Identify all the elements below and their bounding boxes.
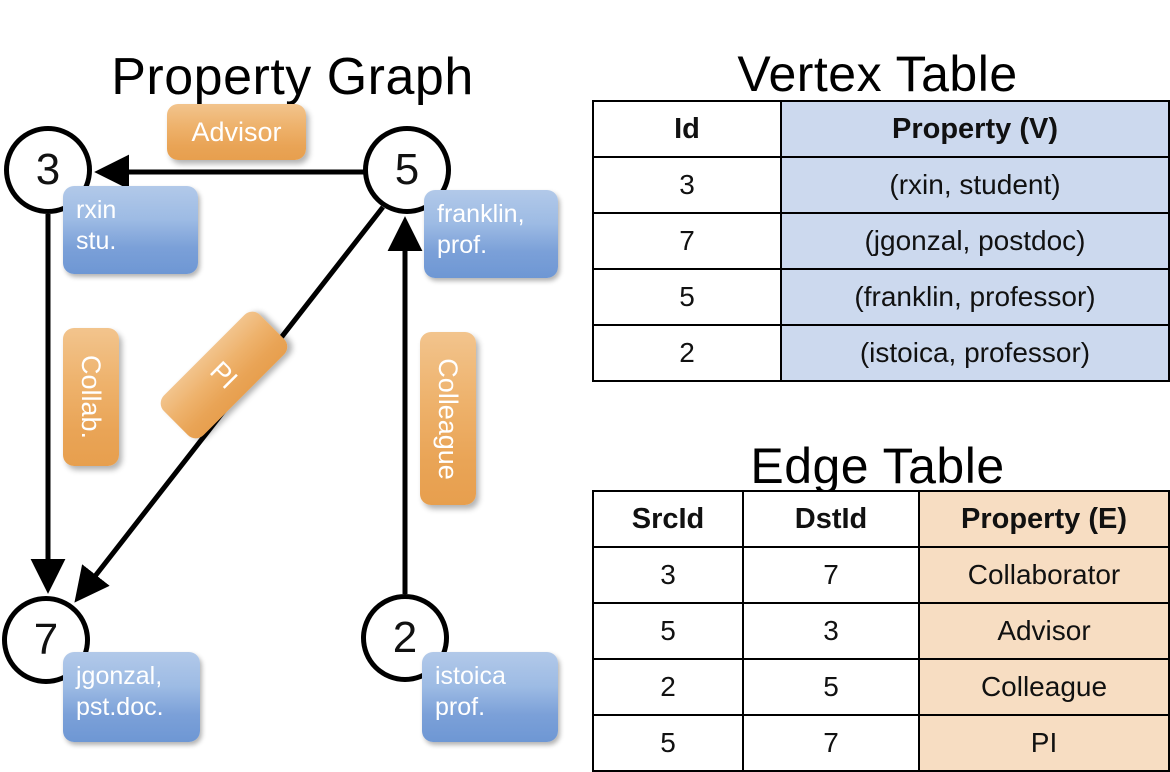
vertex-property-rxin-line2: stu. [76, 227, 117, 255]
edge-table-header-dstid: DstId [742, 490, 920, 548]
table-row: 5 7 PI [592, 714, 1170, 772]
vertex-node-5-label: 5 [394, 145, 420, 194]
edge-row-2-src: 2 [592, 658, 744, 716]
edge-label-advisor: Advisor [167, 104, 306, 160]
edge-table-header-row: SrcId DstId Property (E) [592, 490, 1170, 548]
vertex-property-jgonzal-line1: jgonzal, [76, 662, 163, 690]
vertex-node-7-label: 7 [33, 615, 59, 664]
vertex-property-box-rxin: rxin stu. [63, 186, 198, 274]
vertex-property-istoica-line2: prof. [435, 693, 486, 721]
vertex-row-2-id: 5 [592, 268, 782, 326]
table-row: 5 3 Advisor [592, 602, 1170, 660]
vertex-node-2-label: 2 [392, 613, 418, 662]
vertex-row-0-property: (rxin, student) [780, 156, 1170, 214]
vertex-row-3-id: 2 [592, 324, 782, 382]
vertex-row-1-id: 7 [592, 212, 782, 270]
edge-row-0-src: 3 [592, 546, 744, 604]
page-title-vertex-table: Vertex Table [737, 45, 1018, 102]
edge-row-2-dst: 5 [742, 658, 920, 716]
vertex-property-jgonzal-line2: pst.doc. [76, 693, 164, 721]
vertex-property-box-jgonzal: jgonzal, pst.doc. [63, 652, 200, 742]
edge-row-3-src: 5 [592, 714, 744, 772]
table-row: 5 (franklin, professor) [592, 268, 1170, 326]
vertex-node-5[interactable]: 5 [363, 126, 451, 214]
page-title-edge-table: Edge Table [750, 437, 1005, 494]
edge-label-advisor-text: Advisor [191, 117, 282, 147]
vertex-table-header-property: Property (V) [780, 100, 1170, 158]
edge-row-3-property: PI [918, 714, 1170, 772]
table-row: 7 (jgonzal, postdoc) [592, 212, 1170, 270]
vertex-property-box-istoica: istoica prof. [422, 652, 558, 742]
vertex-property-franklin-line1: franklin, [437, 200, 525, 228]
edge-row-1-dst: 3 [742, 602, 920, 660]
vertex-table-header-id: Id [592, 100, 782, 158]
table-row: 2 (istoica, professor) [592, 324, 1170, 382]
vertex-property-franklin-line2: prof. [437, 231, 488, 259]
edge-row-0-property: Collaborator [918, 546, 1170, 604]
edge-row-0-dst: 7 [742, 546, 920, 604]
edge-label-colleague-text: Colleague [433, 357, 463, 480]
vertex-row-3-property: (istoica, professor) [780, 324, 1170, 382]
vertex-row-1-property: (jgonzal, postdoc) [780, 212, 1170, 270]
vertex-property-rxin-line1: rxin [76, 196, 117, 224]
table-row: 2 5 Colleague [592, 658, 1170, 716]
vertex-node-3-label: 3 [35, 145, 61, 194]
edge-table: SrcId DstId Property (E) 3 7 Collaborato… [592, 490, 1170, 772]
vertex-table: Id Property (V) 3 (rxin, student) 7 (jgo… [592, 100, 1170, 382]
edge-row-2-property: Colleague [918, 658, 1170, 716]
edge-label-pi-text: PI [204, 355, 244, 395]
edge-row-1-src: 5 [592, 602, 744, 660]
edge-label-collab-text: Collab. [76, 354, 107, 440]
edge-label-collab: Collab. [63, 328, 119, 466]
property-graph-panel: Property Graph 3 5 7 2 rxin stu. frankli… [0, 0, 585, 760]
page-title-property-graph: Property Graph [111, 47, 474, 106]
vertex-row-0-id: 3 [592, 156, 782, 214]
edge-table-header-property: Property (E) [918, 490, 1170, 548]
edge-label-colleague: Colleague [420, 332, 476, 505]
edge-row-1-property: Advisor [918, 602, 1170, 660]
vertex-property-istoica-line1: istoica [435, 662, 506, 690]
vertex-property-box-franklin: franklin, prof. [424, 190, 558, 278]
vertex-node-2[interactable]: 2 [361, 594, 449, 682]
edge-row-3-dst: 7 [742, 714, 920, 772]
table-row: 3 7 Collaborator [592, 546, 1170, 604]
table-row: 3 (rxin, student) [592, 156, 1170, 214]
edge-table-header-srcid: SrcId [592, 490, 744, 548]
vertex-row-2-property: (franklin, professor) [780, 268, 1170, 326]
vertex-table-header-row: Id Property (V) [592, 100, 1170, 158]
